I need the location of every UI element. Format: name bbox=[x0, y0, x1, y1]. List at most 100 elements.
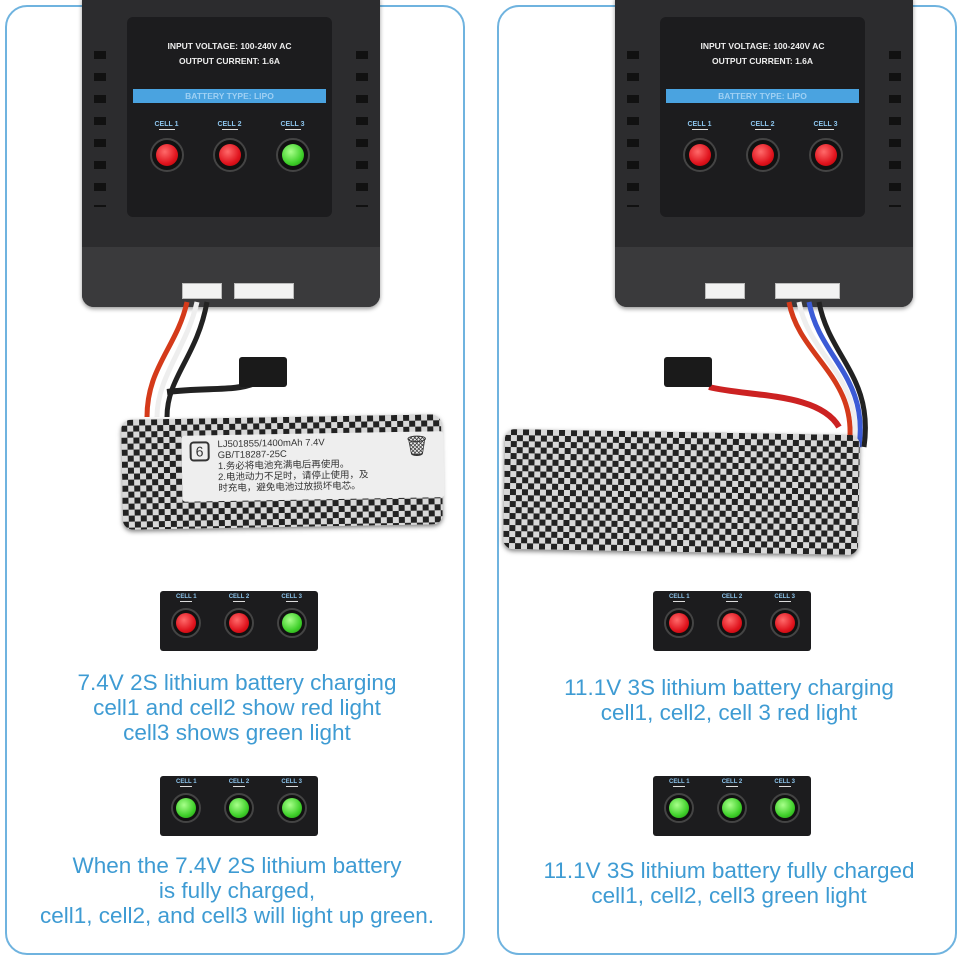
caption-line: When the 7.4V 2S lithium battery bbox=[72, 853, 402, 878]
cell-label: CELL 3 bbox=[774, 594, 795, 600]
led-light bbox=[281, 798, 302, 818]
cell-indicator-1: CELL 1 bbox=[659, 779, 699, 836]
led-light bbox=[814, 144, 837, 166]
caption-line: cell1 and cell2 show red light bbox=[93, 695, 381, 720]
pointer-icon bbox=[778, 786, 791, 789]
pointer-icon bbox=[673, 786, 686, 789]
brand-logo-icon: 6 bbox=[189, 441, 210, 462]
input-voltage-label: INPUT VOLTAGE: 100-240V AC bbox=[167, 41, 292, 51]
led-light bbox=[228, 613, 249, 633]
cell-indicator-1: CELL 1 bbox=[659, 594, 699, 651]
cell-label: CELL 2 bbox=[228, 779, 250, 785]
red-led-icon bbox=[769, 608, 800, 638]
cell-indicator-1: CELL 1 bbox=[166, 594, 206, 651]
led-light bbox=[176, 613, 197, 633]
led-light bbox=[218, 144, 241, 166]
caption-line: 7.4V 2S lithium battery charging bbox=[77, 670, 397, 695]
pointer-icon bbox=[285, 601, 298, 604]
led-light bbox=[176, 798, 197, 818]
pointer-icon bbox=[817, 129, 834, 132]
cell-label: CELL 2 bbox=[750, 121, 775, 128]
sm-connector-plug bbox=[239, 357, 287, 387]
led-light bbox=[281, 144, 304, 166]
red-led-icon bbox=[171, 608, 202, 638]
pointer-icon bbox=[232, 601, 245, 604]
led-light bbox=[688, 144, 711, 166]
charger-base bbox=[82, 247, 380, 307]
cell-indicator-2: CELL 2 bbox=[219, 779, 259, 836]
caption-charged: When the 7.4V 2S lithium battery is full… bbox=[7, 853, 467, 928]
balance-port-3s bbox=[182, 283, 222, 299]
left-panel-2s-battery: INPUT VOLTAGE: 100-240V AC OUTPUT CURREN… bbox=[5, 0, 467, 955]
pointer-icon bbox=[754, 129, 771, 132]
red-led-icon bbox=[808, 138, 843, 172]
caption-line: cell1, cell2, cell 3 red light bbox=[600, 700, 858, 725]
led-light bbox=[721, 798, 742, 818]
cell-indicator-3: CELL 3 bbox=[765, 779, 805, 836]
led-panel-charged: CELL 1 CELL 2 CELL 3 bbox=[160, 776, 318, 836]
cell-label: CELL 3 bbox=[774, 779, 795, 785]
cell-indicator-3: CELL 3 bbox=[798, 121, 854, 172]
input-voltage-label: INPUT VOLTAGE: 100-240V AC bbox=[700, 41, 825, 51]
led-light bbox=[721, 613, 742, 633]
charger-ribs bbox=[889, 37, 901, 207]
pointer-icon bbox=[285, 786, 298, 789]
cell-indicator-2: CELL 2 bbox=[712, 779, 752, 836]
green-led-icon bbox=[275, 138, 310, 172]
caption-line: cell1, cell2, and cell3 will light up gr… bbox=[40, 903, 434, 928]
green-led-icon bbox=[769, 793, 800, 823]
caption-line: 11.1V 3S lithium battery fully charged bbox=[543, 858, 915, 883]
cell-label: CELL 3 bbox=[281, 779, 302, 785]
led-light bbox=[669, 613, 690, 633]
cell-indicator-3: CELL 3 bbox=[765, 594, 805, 651]
red-led-icon bbox=[212, 138, 247, 172]
cell-indicator-1: CELL 1 bbox=[672, 121, 728, 172]
pointer-icon bbox=[180, 786, 193, 789]
pointer-icon bbox=[232, 786, 245, 789]
caption-line: 11.1V 3S lithium battery charging bbox=[564, 675, 894, 700]
charger-base bbox=[615, 247, 913, 307]
led-light bbox=[751, 144, 774, 166]
pointer-icon bbox=[158, 129, 175, 132]
charger-leds: CELL 1 CELL 2 CELL 3 bbox=[127, 121, 332, 172]
cell-label: CELL 1 bbox=[669, 779, 690, 785]
red-led-icon bbox=[664, 608, 695, 638]
cell-label: CELL 2 bbox=[721, 779, 743, 785]
led-panel-charged: CELL 1 CELL 2 CELL 3 bbox=[653, 776, 811, 836]
balance-port-2s bbox=[705, 283, 745, 299]
led-light bbox=[774, 798, 795, 818]
cell-label: CELL 2 bbox=[217, 121, 242, 128]
cell-indicator-2: CELL 2 bbox=[219, 594, 259, 651]
red-led-icon bbox=[223, 608, 254, 638]
pointer-icon bbox=[691, 129, 708, 132]
led-light bbox=[155, 144, 178, 166]
cell-indicator-1: CELL 1 bbox=[166, 779, 206, 836]
cell-label: CELL 3 bbox=[280, 121, 305, 128]
cell-indicator-3: CELL 3 bbox=[272, 594, 312, 651]
charger-ribs bbox=[627, 37, 639, 207]
cell-indicator-3: CELL 3 bbox=[272, 779, 312, 836]
cell-label: CELL 1 bbox=[154, 121, 179, 128]
led-light bbox=[281, 613, 302, 633]
cell-indicator-2: CELL 2 bbox=[712, 594, 752, 651]
right-panel-3s-battery: INPUT VOLTAGE: 100-240V AC OUTPUT CURREN… bbox=[497, 0, 957, 955]
caption-line: is fully charged, bbox=[158, 878, 316, 903]
cell-label: CELL 1 bbox=[176, 779, 197, 785]
cell-indicator-2: CELL 2 bbox=[735, 121, 791, 172]
charger: INPUT VOLTAGE: 100-240V AC OUTPUT CURREN… bbox=[82, 0, 380, 307]
cell-label: CELL 2 bbox=[721, 594, 743, 600]
caption-line: cell3 shows green light bbox=[123, 720, 351, 745]
cell-label: CELL 1 bbox=[669, 594, 690, 600]
red-led-icon bbox=[716, 608, 747, 638]
crossed-bin-icon: 🗑 bbox=[403, 435, 430, 458]
charger-face: INPUT VOLTAGE: 100-240V AC OUTPUT CURREN… bbox=[660, 17, 865, 217]
balance-port bbox=[234, 283, 294, 299]
green-led-icon bbox=[276, 608, 307, 638]
balance-port-3s bbox=[775, 283, 840, 299]
battery-11-1v bbox=[502, 428, 861, 556]
green-led-icon bbox=[171, 793, 202, 823]
led-light bbox=[669, 798, 690, 818]
pointer-icon bbox=[673, 601, 686, 604]
charger-ribs bbox=[356, 37, 368, 207]
green-led-icon bbox=[664, 793, 695, 823]
